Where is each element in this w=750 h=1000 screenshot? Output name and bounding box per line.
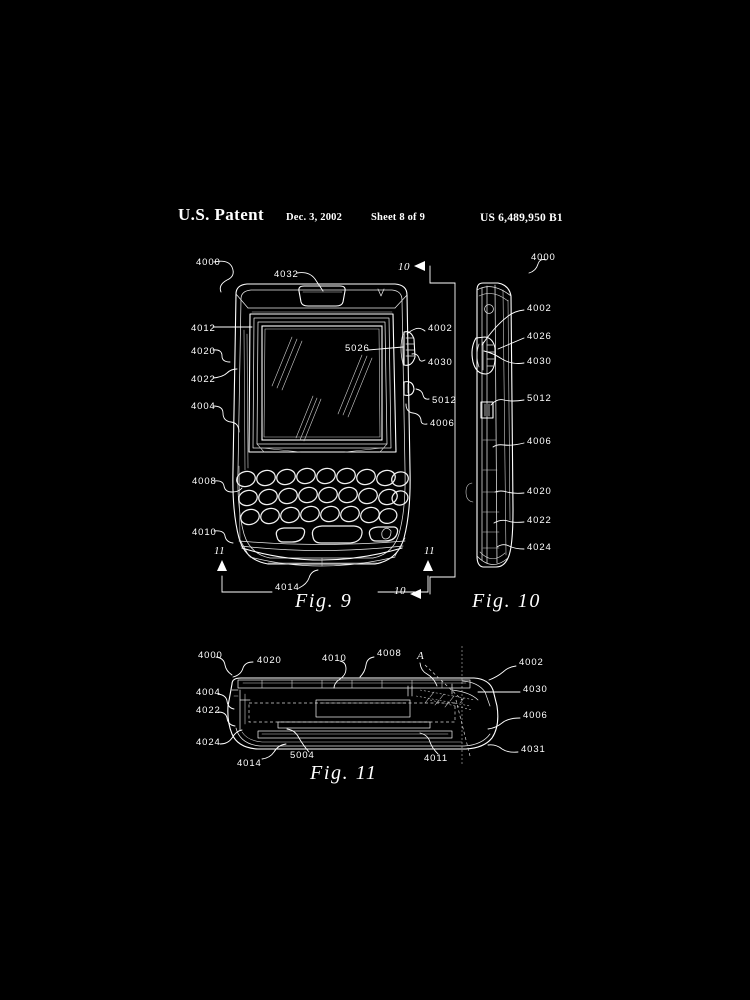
- ref-label: 4000: [198, 650, 223, 661]
- ref-label: 4014: [275, 582, 300, 593]
- ref-label: 4030: [527, 356, 552, 367]
- ref-label: 4024: [527, 542, 552, 553]
- ref-label: 4022: [527, 515, 552, 526]
- ref-label: 5004: [290, 750, 315, 761]
- ref-label: 4020: [527, 486, 552, 497]
- ref-label: 4012: [191, 323, 216, 334]
- ref-label: 4020: [257, 655, 282, 666]
- ref-label: 4000: [196, 257, 221, 268]
- ref-label: 4024: [196, 737, 221, 748]
- figure-11-caption: Fig. 11: [310, 762, 378, 784]
- ref-label: 4026: [527, 331, 552, 342]
- ref-label: 4020: [191, 346, 216, 357]
- ref-label: 4002: [519, 657, 544, 668]
- ref-label: 4030: [428, 357, 453, 368]
- ref-label: 4031: [521, 744, 546, 755]
- ref-label: 4006: [527, 436, 552, 447]
- ref-label: 4004: [196, 687, 221, 698]
- ref-label: 4022: [191, 374, 216, 385]
- ref-label: 4002: [527, 303, 552, 314]
- ref-label: 4010: [192, 527, 217, 538]
- ref-label: 10: [398, 261, 410, 273]
- ref-label: 4008: [192, 476, 217, 487]
- ref-label: 4011: [424, 753, 449, 764]
- ref-label: 5012: [432, 395, 457, 406]
- ref-label: 4030: [523, 684, 548, 695]
- ref-label: 4006: [430, 418, 455, 429]
- ref-label: 11: [214, 545, 226, 557]
- ref-label: A: [417, 650, 425, 662]
- patent-number: US 6,489,950 B1: [480, 212, 563, 224]
- ref-label: 5012: [527, 393, 552, 404]
- ref-label: 4010: [322, 653, 347, 664]
- figure-10-caption: Fig. 10: [472, 590, 541, 612]
- patent-date: Dec. 3, 2002: [286, 212, 343, 223]
- ref-label: 5026: [345, 343, 370, 354]
- ref-label: 4014: [237, 758, 262, 769]
- ref-label: 4002: [428, 323, 453, 334]
- ref-label: 4022: [196, 705, 221, 716]
- sheet-number: Sheet 8 of 9: [371, 212, 426, 223]
- ref-label: 4008: [377, 648, 402, 659]
- ref-label: 4032: [274, 269, 299, 280]
- ref-label: 4006: [523, 710, 548, 721]
- figure-9-caption: Fig. 9: [295, 590, 353, 612]
- ref-label: 4004: [191, 401, 216, 412]
- ref-label: 10: [394, 585, 406, 597]
- ref-label: 11: [424, 545, 436, 557]
- ref-label: 4000: [531, 252, 556, 263]
- sheet-header: U.S. Patent Dec. 3, 2002 Sheet 8 of 9 US…: [178, 206, 578, 228]
- patent-office-title: U.S. Patent: [178, 205, 265, 224]
